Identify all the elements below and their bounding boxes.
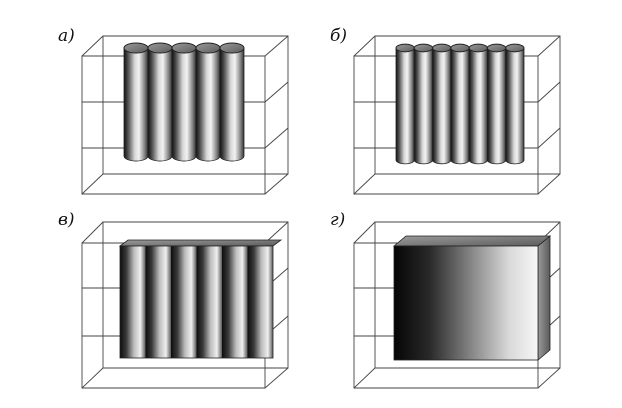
strip-v-3: [171, 246, 197, 358]
panel-g: г): [330, 210, 561, 389]
strip-v-5: [222, 246, 248, 358]
rod-b-4: [450, 43, 470, 165]
strip-v-6: [247, 246, 273, 358]
panel-label-v: в): [58, 210, 75, 230]
rod-a-4: [195, 42, 221, 162]
rod-b-3: [432, 43, 452, 165]
panel-b: б): [330, 26, 561, 195]
strip-v-4: [196, 246, 222, 358]
rod-a-5: [219, 42, 245, 162]
rods-group-v: [118, 239, 283, 359]
rod-b-6: [486, 43, 507, 165]
panel-a: а): [58, 26, 289, 195]
strip-v-2: [145, 246, 171, 358]
panel-v: в): [58, 210, 289, 389]
rod-b-5: [468, 43, 488, 165]
rod-b-2: [413, 43, 434, 165]
rods-group-a: [123, 42, 245, 162]
strip-v-1: [120, 246, 146, 358]
rod-a-2: [147, 42, 173, 162]
merged-top: [118, 239, 283, 247]
panel-label-b: б): [330, 26, 347, 46]
rod-a-1: [123, 42, 149, 162]
slab-side: [537, 235, 551, 361]
rod-a-3: [171, 42, 197, 162]
slab-g: [392, 235, 552, 361]
slab-front: [393, 245, 539, 361]
rod-b-7: [505, 43, 525, 165]
rod-b-1: [395, 43, 415, 165]
panel-label-a: а): [58, 26, 75, 46]
panel-label-g: г): [330, 210, 345, 230]
rods-group-b: [395, 43, 525, 165]
slab-top: [392, 235, 552, 247]
